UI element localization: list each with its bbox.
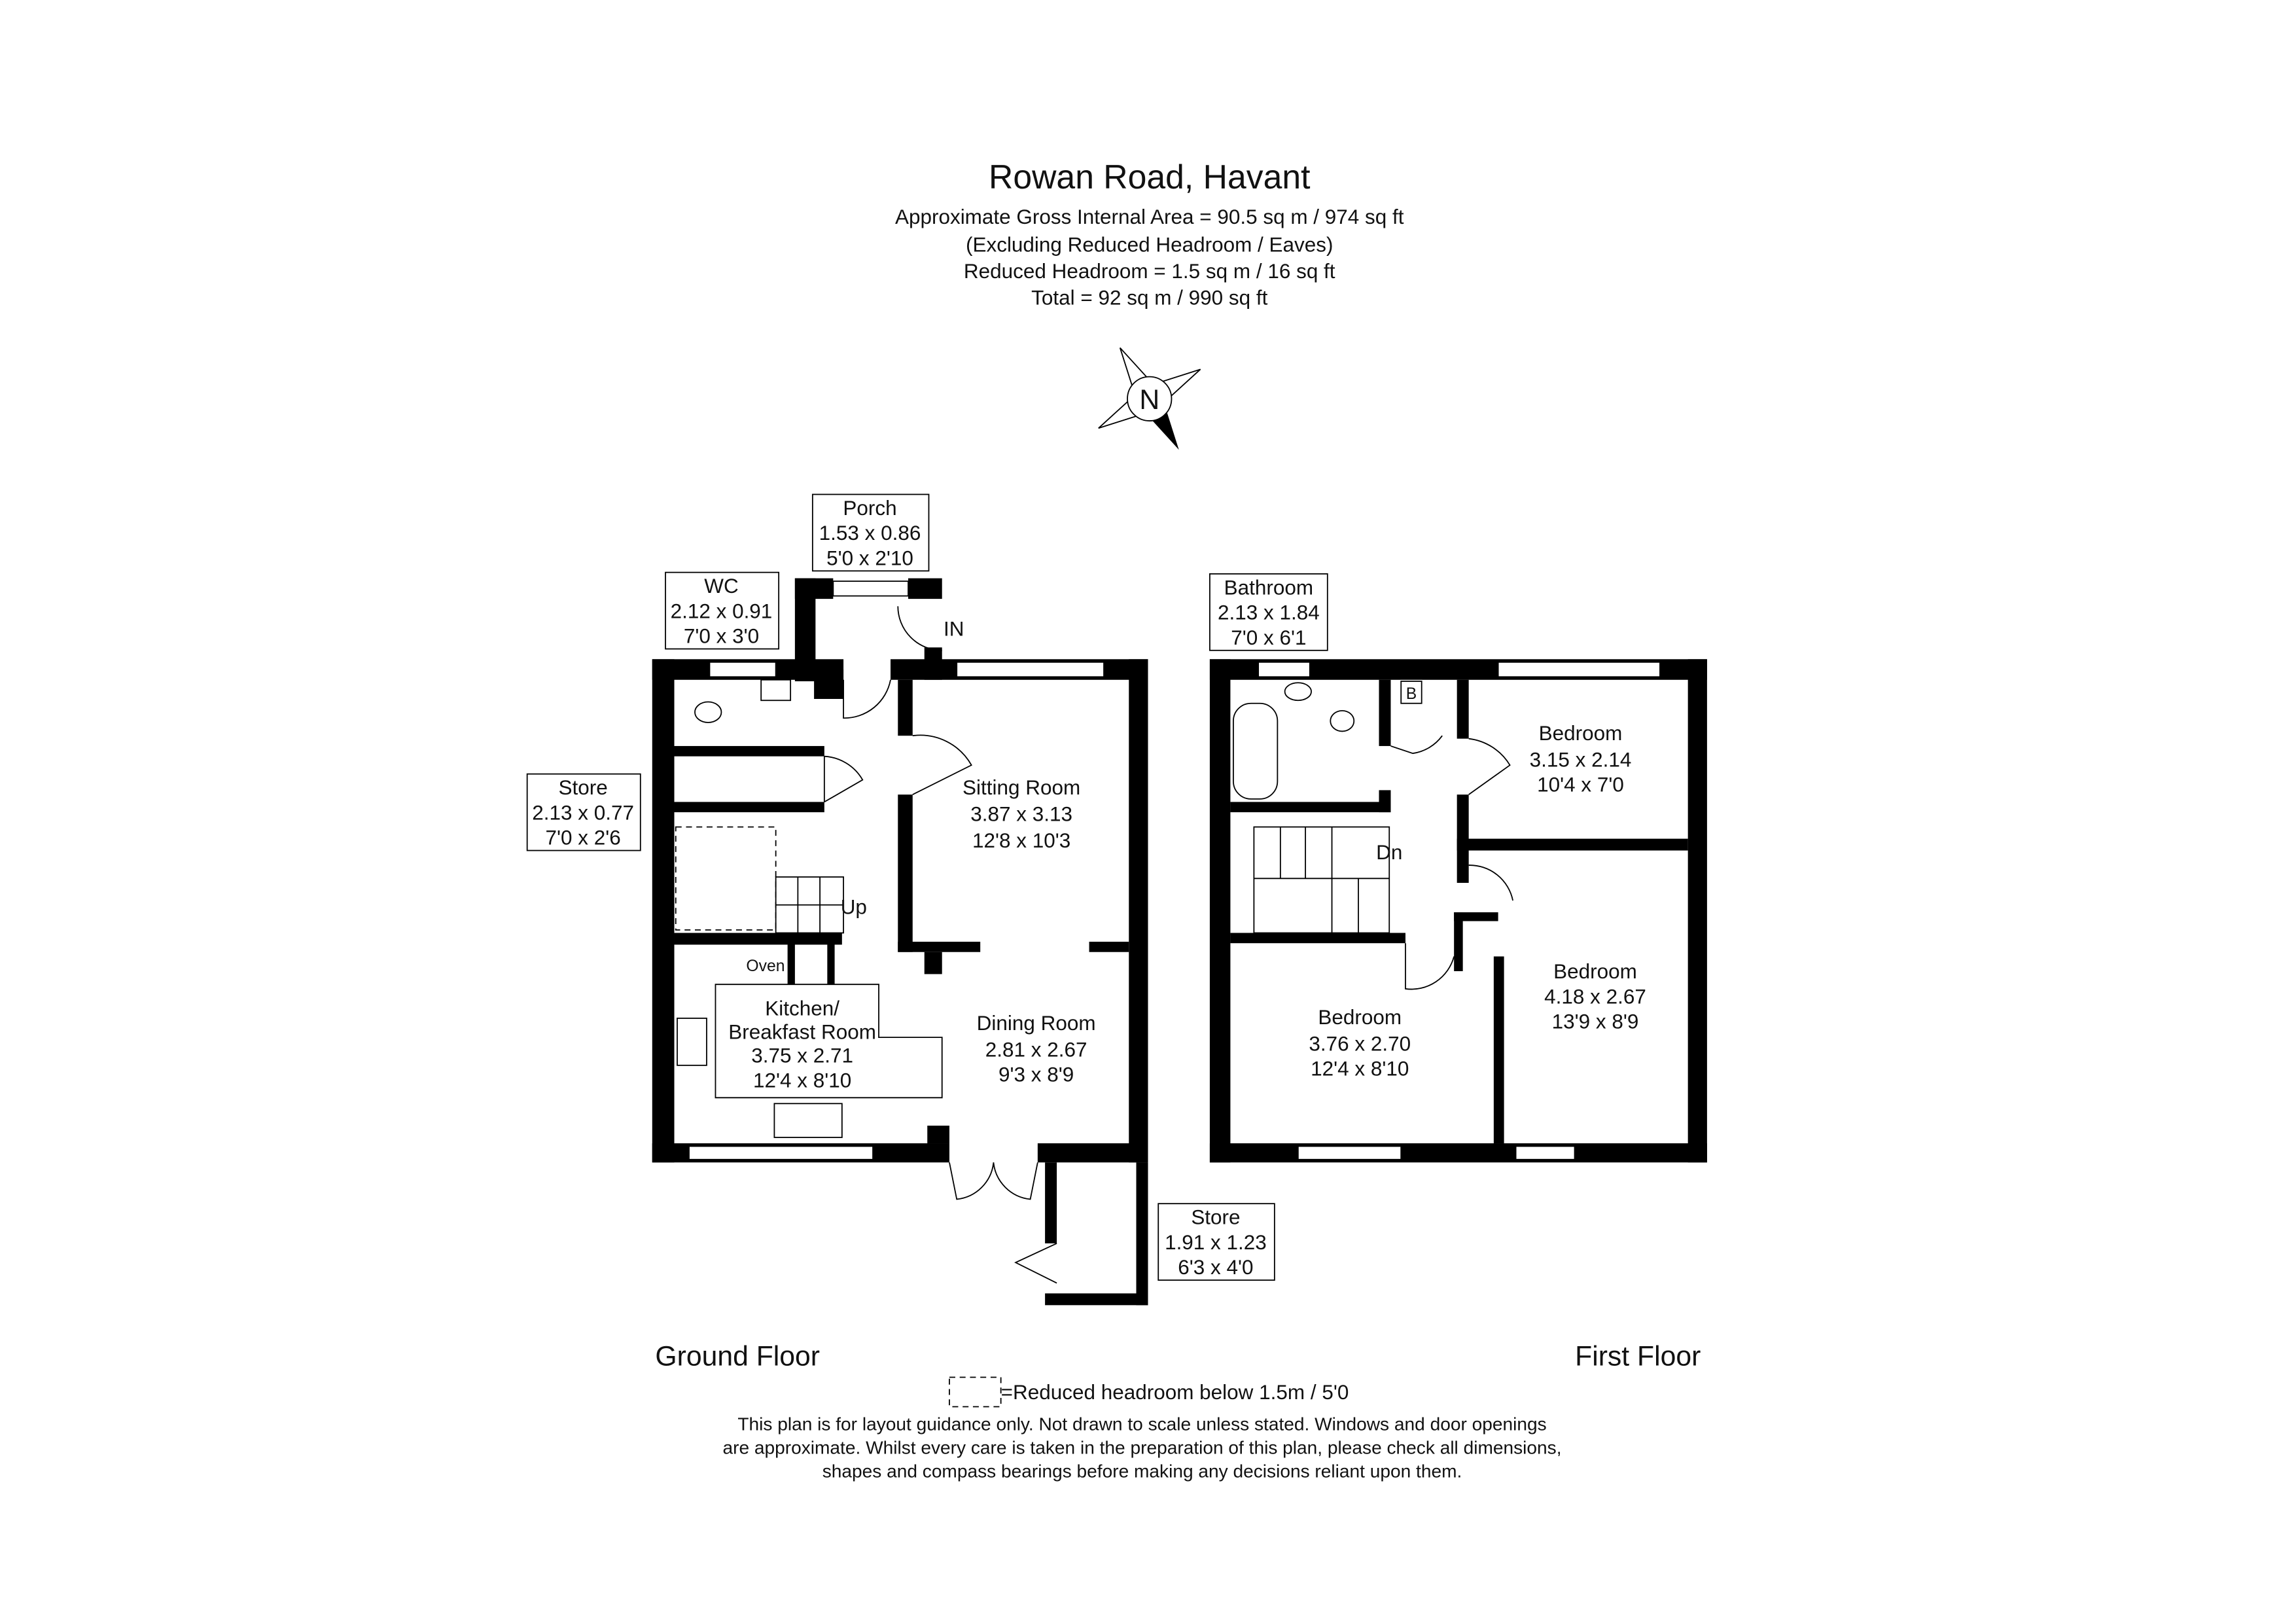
room-metric: 3.76 x 2.70 <box>1309 1032 1411 1055</box>
room-imperial: 13'9 x 8'9 <box>1552 1010 1639 1033</box>
ground-floor-labels: Porch 1.53 x 0.86 5'0 x 2'10 WC 2.12 x 0… <box>526 493 1275 1372</box>
room-metric: 1.53 x 0.86 <box>819 522 921 544</box>
room-imperial: 7'0 x 3'0 <box>684 625 759 648</box>
room-name: Dining Room <box>977 1012 1096 1035</box>
room-imperial: 9'3 x 8'9 <box>998 1063 1074 1086</box>
plan-title: Rowan Road, Havant <box>989 158 1310 196</box>
stairs-down-label: Dn <box>1376 841 1402 864</box>
compass-north-label: N <box>1139 384 1159 416</box>
area-line: (Excluding Reduced Headroom / Eaves) <box>966 233 1333 256</box>
ground-floor-plan <box>652 578 1148 1306</box>
boiler-label: B <box>1406 685 1417 703</box>
room-imperial: 10'4 x 7'0 <box>1537 774 1624 796</box>
disclaimer: This plan is for layout guidance only. N… <box>722 1414 1561 1481</box>
reduced-headroom-swatch <box>949 1376 1002 1408</box>
room-imperial: 6'3 x 4'0 <box>1178 1256 1253 1279</box>
legend: =Reduced headroom below 1.5m / 5'0 <box>949 1376 1349 1408</box>
room-metric: 3.75 x 2.71 <box>751 1044 853 1067</box>
bathroom-label-box <box>1209 573 1328 651</box>
room-name: Breakfast Room <box>728 1020 876 1043</box>
area-line: Total = 92 sq m / 990 sq ft <box>1031 286 1267 309</box>
header: Rowan Road, Havant Approximate Gross Int… <box>895 158 1404 310</box>
room-metric: 4.18 x 2.67 <box>1544 985 1646 1008</box>
first-floor-label: First Floor <box>1575 1341 1701 1372</box>
room-name: Porch <box>843 497 896 520</box>
entrance-label: IN <box>944 617 964 640</box>
room-name: Bedroom <box>1553 960 1637 983</box>
porch-label-box <box>811 493 930 572</box>
oven-label: Oven <box>746 957 785 975</box>
disclaimer-line: This plan is for layout guidance only. N… <box>737 1414 1546 1434</box>
area-line: Approximate Gross Internal Area = 90.5 s… <box>895 205 1404 228</box>
disclaimer-line: are approximate. Whilst every care is ta… <box>722 1437 1561 1457</box>
room-name: Kitchen/ <box>765 997 839 1020</box>
room-imperial: 7'0 x 2'6 <box>545 827 620 849</box>
store-label-box <box>526 773 641 851</box>
room-metric: 2.81 x 2.67 <box>985 1038 1087 1061</box>
room-metric: 3.87 x 3.13 <box>970 803 1072 826</box>
disclaimer-line: shapes and compass bearings before makin… <box>822 1461 1462 1481</box>
room-name: Bathroom <box>1224 576 1313 599</box>
room-name: WC <box>704 575 738 597</box>
ground-floor-label: Ground Floor <box>655 1341 820 1372</box>
room-imperial: 7'0 x 6'1 <box>1231 626 1306 649</box>
compass-icon: N <box>1098 347 1201 450</box>
room-imperial: 12'4 x 8'10 <box>753 1069 851 1092</box>
room-metric: 2.13 x 0.77 <box>532 801 634 824</box>
room-name: Store <box>1191 1206 1240 1229</box>
room-name: Sitting Room <box>963 776 1080 799</box>
room-name: Store <box>558 776 607 799</box>
room-metric: 2.12 x 0.91 <box>671 599 773 622</box>
room-name: Bedroom <box>1539 722 1623 745</box>
room-imperial: 5'0 x 2'10 <box>826 546 913 569</box>
room-metric: 1.91 x 1.23 <box>1165 1231 1267 1254</box>
first-floor-labels: Bathroom 2.13 x 1.84 7'0 x 6'1 Bedroom 3… <box>1209 573 1701 1372</box>
room-metric: 3.15 x 2.14 <box>1530 748 1632 771</box>
first-floor-plan <box>1209 659 1707 1163</box>
area-line: Reduced Headroom = 1.5 sq m / 16 sq ft <box>964 260 1335 283</box>
room-name: Bedroom <box>1318 1006 1402 1029</box>
stairs-up-label: Up <box>841 895 867 918</box>
room-imperial: 12'8 x 10'3 <box>972 829 1070 852</box>
wc-label-box <box>665 571 780 650</box>
room-metric: 2.13 x 1.84 <box>1218 601 1320 624</box>
room-imperial: 12'4 x 8'10 <box>1311 1058 1409 1080</box>
legend-text: =Reduced headroom below 1.5m / 5'0 <box>1001 1381 1349 1404</box>
outdoor-store-label-box <box>1157 1203 1275 1281</box>
